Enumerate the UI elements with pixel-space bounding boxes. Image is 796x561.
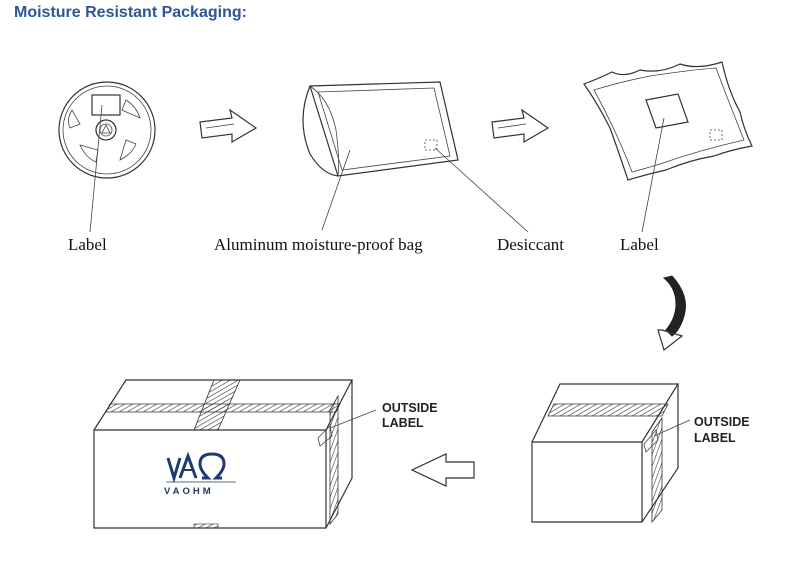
outside-label-small-pointer [653, 419, 691, 437]
arrow-right-icon [199, 108, 258, 144]
sealed-label-pointer [641, 117, 665, 233]
sealed-label-text: Label [620, 235, 659, 254]
reel-label-text: Label [68, 235, 107, 254]
outside-label-large-line1: OUTSIDE [382, 401, 438, 415]
outside-label-pointer [329, 409, 377, 429]
bag-pointer [321, 149, 351, 231]
small-carton-illustration [531, 383, 691, 524]
large-carton-illustration: VAOHM [93, 379, 377, 529]
arrow-right-icon [491, 108, 550, 144]
curved-arrow-down-icon [657, 275, 686, 352]
reel-label-pointer [89, 104, 103, 233]
reel-illustration [58, 81, 156, 233]
page-heading: Moisture Resistant Packaging: [14, 4, 247, 21]
sealed-bag-illustration [583, 61, 753, 233]
outside-label-small-line1: OUTSIDE [694, 415, 750, 429]
logo-text: VAOHM [164, 486, 214, 497]
desiccant-label-text: Desiccant [497, 235, 564, 254]
arrow-left-icon [410, 453, 475, 487]
outside-label-small-line2: LABEL [694, 431, 736, 445]
bag-label-text: Aluminum moisture-proof bag [214, 235, 423, 254]
desiccant-pointer [434, 147, 529, 233]
vaohm-logo: VAOHM [164, 451, 236, 497]
moisture-proof-bag-illustration [302, 81, 529, 233]
outside-label-large-line2: LABEL [382, 416, 424, 430]
